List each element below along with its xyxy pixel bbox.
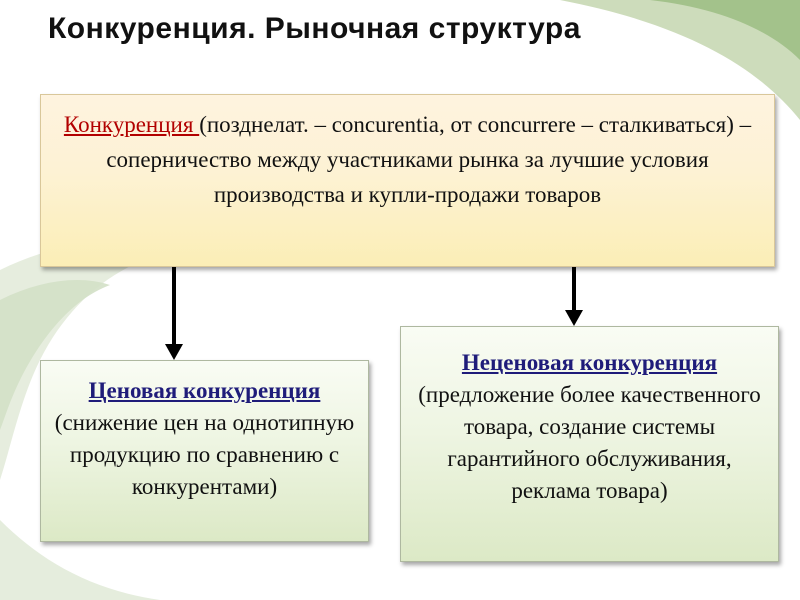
nonprice-competition-heading: Неценовая конкуренция xyxy=(461,350,718,375)
price-competition-heading: Ценовая конкуренция xyxy=(88,378,321,403)
definition-text: (позднелат. – concurentia, от concurrere… xyxy=(106,112,752,207)
price-competition-box: Ценовая конкуренция (снижение цен на одн… xyxy=(40,360,369,542)
nonprice-competition-box: Неценовая конкуренция (предложение более… xyxy=(400,326,779,562)
nonprice-competition-description: (предложение более качественного товара,… xyxy=(418,382,761,503)
definition-term: Конкуренция xyxy=(63,112,200,137)
page-title: Конкуренция. Рыночная структура xyxy=(48,12,581,45)
price-competition-description: (снижение цен на однотипную продукцию по… xyxy=(54,410,355,499)
definition-box: Конкуренция (позднелат. – concurentia, о… xyxy=(40,94,775,267)
